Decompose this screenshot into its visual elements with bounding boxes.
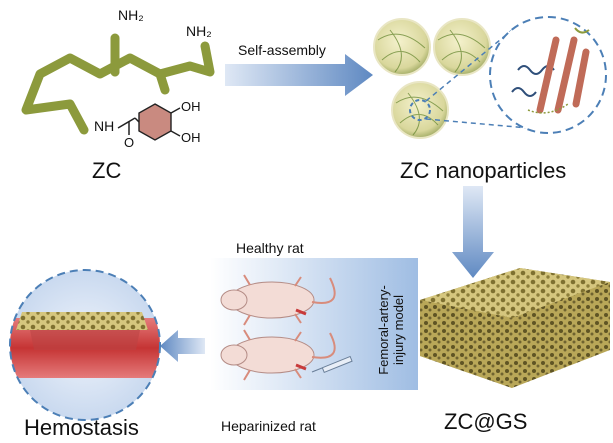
zc-polymer-backbone [21,33,215,135]
sponge-label: ZC@GS [444,409,528,434]
self-assembly-label: Self-assembly [238,42,326,58]
assembly-to-sponge-arrow [452,186,494,278]
model-label: Femoral-artery- injury model [376,270,406,390]
zc-label: ZC [92,158,122,183]
syringe-icon [311,355,353,374]
heparinized-rat [220,329,353,381]
amine-top-label: NH₂ [118,7,144,23]
hemostasis-vessel [9,269,161,421]
nanoparticle-cluster [373,18,491,139]
nanoparticles-label: ZC nanoparticles [400,158,567,183]
amide-label: NH [94,118,115,134]
rat-to-hemostasis-arrow [160,330,205,362]
catechol-group [117,103,181,141]
zc-gs-sponge [420,268,610,388]
hydroxyl-1-label: OH [181,99,201,114]
healthy-rat-label: Healthy rat [236,240,304,256]
model-label-line1: Femoral-artery- [376,285,391,375]
rat-model-panel [210,258,418,390]
zoom-inset [425,16,607,134]
hydroxyl-2-label: OH [181,130,201,145]
amine-right-label: NH₂ [186,23,212,39]
healthy-rat [220,274,336,326]
heparinized-rat-label: Heparinized rat [221,418,316,434]
carbonyl-label: O [124,135,135,150]
model-label-line2: injury model [391,294,406,366]
hemostasis-label: Hemostasis [24,415,139,440]
self-assembly-arrow [225,54,373,96]
